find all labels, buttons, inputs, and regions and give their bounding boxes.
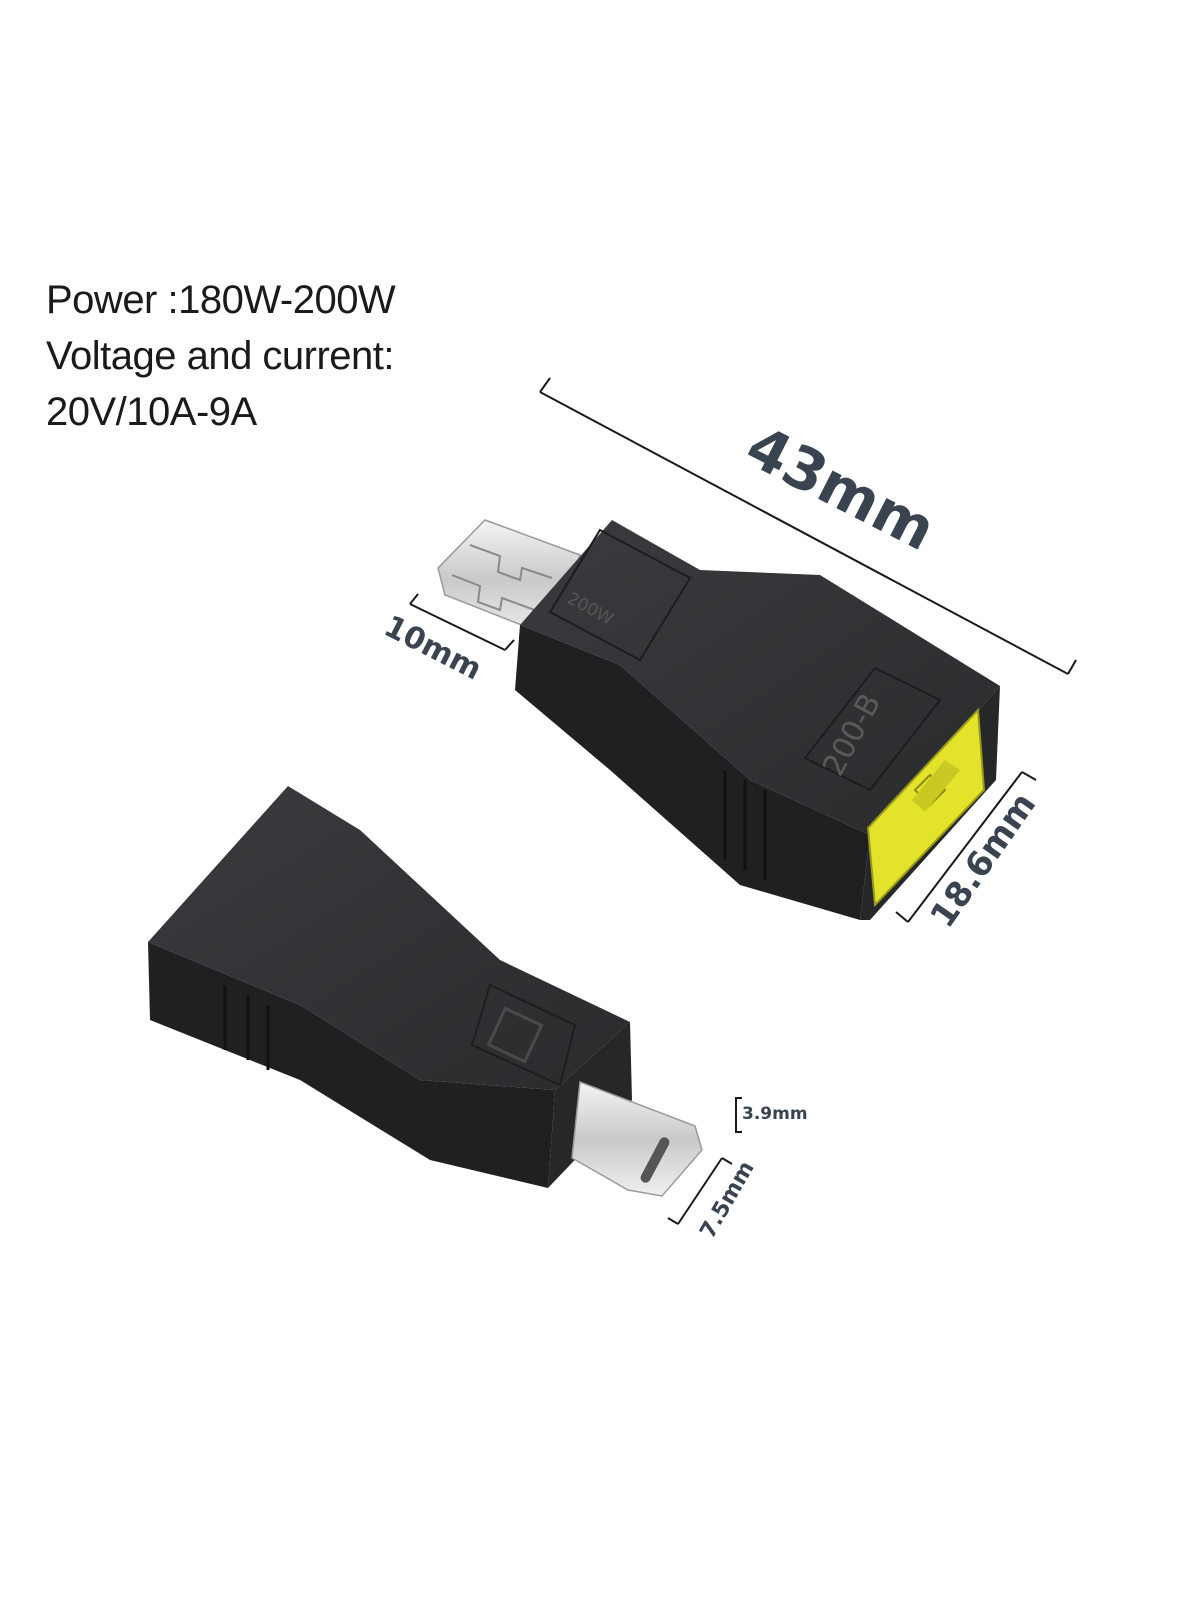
adapter-top: 200W 200-B	[437, 519, 1000, 920]
dimension-3-9mm	[735, 1097, 742, 1133]
power-spec: Power :180W-200W	[46, 278, 396, 322]
plug-thickness-dimension: 3.9mm	[742, 1104, 808, 1124]
adapter-bottom-logo-panel	[470, 983, 577, 1087]
adapter-top-side-face	[515, 625, 870, 920]
plug-width-dimension: 7.5mm	[696, 1157, 760, 1243]
voltage-heading: Voltage and current:	[46, 334, 395, 378]
adapter-bottom-usbc-tip	[571, 1080, 703, 1197]
tip-length-dimension: 10mm	[378, 609, 487, 688]
adapter-top-top-face	[520, 520, 1000, 835]
adapter-bottom-side-face	[148, 942, 555, 1188]
length-dimension: 43mm	[736, 412, 946, 564]
dimension-7-5mm	[667, 1157, 733, 1225]
dimension-10mm	[409, 593, 515, 651]
adapter-bottom	[148, 786, 703, 1197]
dimension-43mm	[539, 377, 1077, 675]
dimension-18-6mm	[895, 771, 1037, 923]
voltage-value: 20V/10A-9A	[46, 390, 257, 434]
spec-text-block: Power :180W-200W Voltage and current: 20…	[46, 272, 396, 440]
adapter-top-yellow-port	[866, 707, 986, 908]
adapter-bottom-top-face	[148, 786, 630, 1090]
